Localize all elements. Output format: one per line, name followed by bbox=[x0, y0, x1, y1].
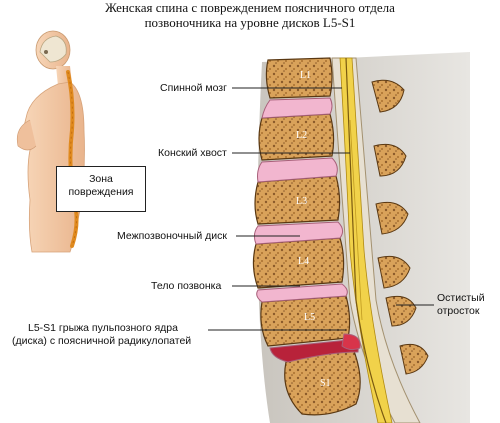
vertebra-label-l4: L4 bbox=[298, 256, 309, 267]
zone-label-line-2: повреждения bbox=[68, 186, 134, 198]
vertebra-label-l5: L5 bbox=[304, 312, 315, 323]
label-pointers bbox=[208, 87, 434, 331]
title-line-2: позвоночника на уровне дисков L5-S1 bbox=[144, 15, 356, 30]
vertebra-label-s1: S1 bbox=[320, 378, 331, 389]
label-spinal-cord: Спинной мозг bbox=[160, 82, 227, 94]
figure-title: Женская спина с повреждением поясничного… bbox=[0, 0, 500, 30]
label-vertebral-body: Тело позвонка bbox=[151, 280, 222, 292]
label-hernia-line-2: (диска) с поясничной радикулопатей bbox=[12, 335, 192, 347]
title-line-1: Женская спина с повреждением поясничного… bbox=[105, 0, 395, 15]
vertebra-label-l3: L3 bbox=[296, 196, 307, 207]
vertebra-label-l1: L1 bbox=[300, 70, 311, 81]
vertebra-label-l2: L2 bbox=[296, 130, 307, 141]
label-hernia-line-1: L5-S1 грыжа пульпозного ядра bbox=[28, 322, 178, 334]
label-cauda-equina: Конский хвост bbox=[158, 147, 227, 159]
female-figure bbox=[16, 30, 85, 253]
zone-label-line-1: Зона bbox=[89, 173, 113, 185]
injury-zone-box: Зона повреждения bbox=[56, 166, 146, 212]
label-intervertebral-disc: Межпозвоночный диск bbox=[117, 230, 227, 242]
label-spinous-line-1: Остистый bbox=[437, 292, 485, 304]
label-spinous-line-2: отросток bbox=[437, 305, 480, 317]
spine-cross-section: L1 L2 L3 L4 L5 S1 bbox=[252, 52, 470, 423]
